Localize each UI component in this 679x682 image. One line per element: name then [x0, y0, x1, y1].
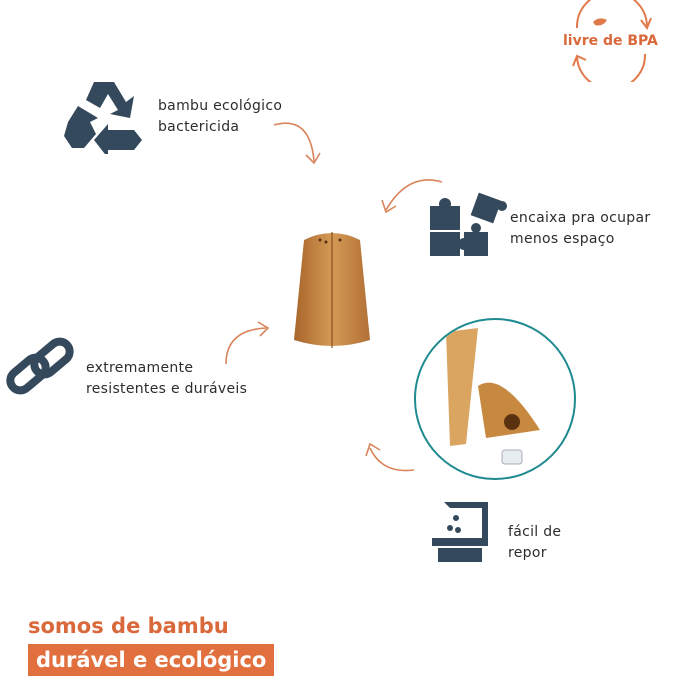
feature-line: encaixa pra ocupar	[510, 210, 651, 226]
feature-line: bambu ecológico	[158, 98, 283, 114]
curved-arrow-icon	[273, 122, 321, 165]
feature-line: repor	[508, 545, 547, 561]
refill-detail-circle	[414, 318, 576, 480]
feature-bactericide: bambu ecológico bactericida	[158, 96, 282, 138]
curved-arrow-icon	[381, 179, 443, 214]
footer-highlight: durável e ecológico	[28, 644, 275, 676]
feature-line: resistentes e duráveis	[86, 381, 248, 397]
feature-refill: fácil de repor	[508, 522, 561, 564]
refill-box-icon	[432, 502, 488, 562]
feature-line: bactericida	[158, 119, 240, 135]
curved-arrow-icon	[225, 321, 270, 365]
bpa-label: livre de BPA	[563, 33, 658, 49]
feature-line: extremamente	[86, 360, 194, 376]
puzzle-icon	[430, 192, 507, 256]
bpa-free-badge: livre de BPA	[555, 0, 665, 90]
footer-title: somos de bambu	[28, 614, 229, 638]
curved-arrow-icon	[365, 442, 415, 472]
bamboo-shaker-image	[294, 232, 370, 348]
recycle-icon	[64, 82, 142, 154]
feature-durable: extremamente resistentes e duráveis	[86, 358, 247, 400]
chain-link-icon	[6, 337, 74, 395]
feature-stackable: encaixa pra ocupar menos espaço	[510, 208, 650, 250]
feature-line: menos espaço	[510, 231, 615, 247]
opened-shaker-image	[446, 328, 540, 465]
feature-line: fácil de	[508, 524, 562, 540]
